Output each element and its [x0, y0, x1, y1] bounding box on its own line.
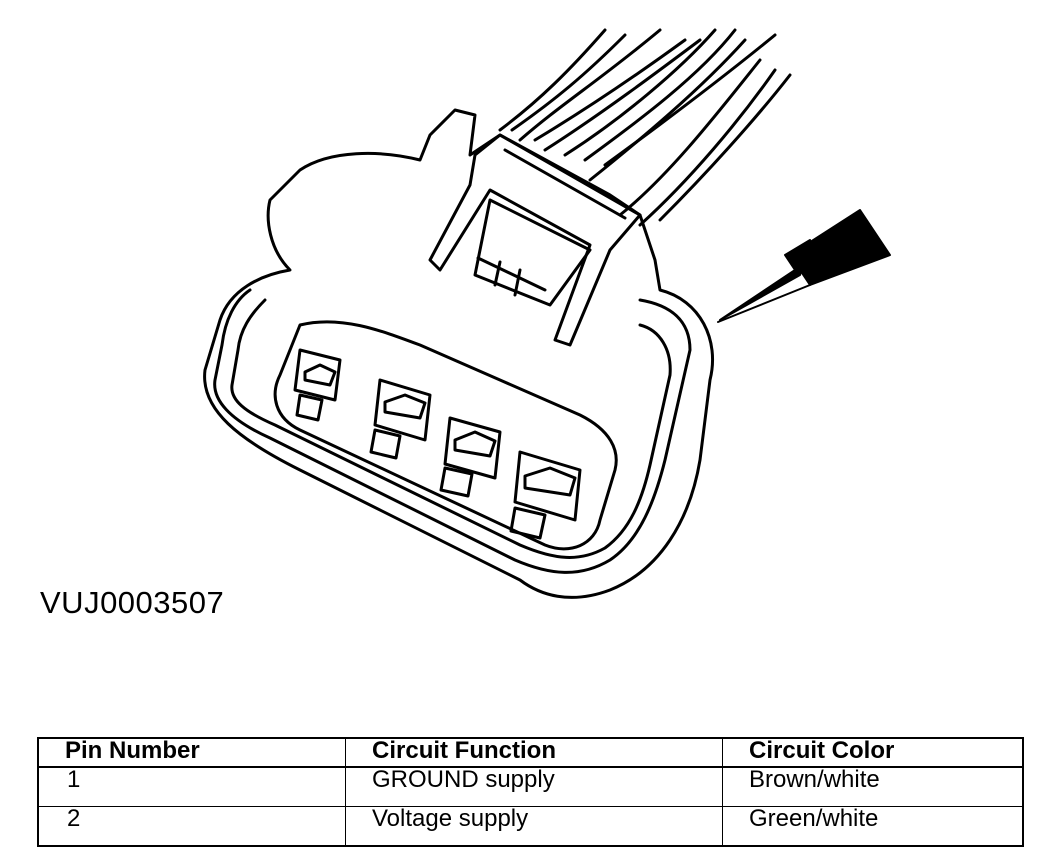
cavity-surround	[273, 320, 618, 551]
connector-housing	[203, 108, 715, 599]
circuit-function-cell: GROUND supply	[345, 766, 723, 807]
locking-tab	[428, 133, 642, 347]
pin-cavity-3	[439, 416, 502, 498]
table-header-row: Pin Number Circuit Function Circuit Colo…	[37, 737, 1024, 768]
pin-table: Pin Number Circuit Function Circuit Colo…	[37, 737, 1024, 847]
column-header-pin-number: Pin Number	[37, 737, 346, 768]
pin-number-cell: 1	[37, 766, 346, 807]
figure-code: VUJ0003507	[40, 585, 225, 620]
pin-cavity-4	[509, 450, 582, 540]
pin-cavity-2	[369, 378, 432, 460]
pin-cavity-1	[293, 348, 342, 422]
circuit-color-cell: Green/white	[722, 806, 1024, 847]
circuit-color-cell: Brown/white	[722, 766, 1024, 807]
wire-bundle	[498, 28, 792, 227]
column-header-circuit-function: Circuit Function	[345, 737, 723, 768]
pin-number-cell: 2	[37, 806, 346, 847]
circuit-function-cell: Voltage supply	[345, 806, 723, 847]
indicator-arrow	[717, 209, 891, 323]
connector-drawing	[203, 28, 891, 599]
column-header-circuit-color: Circuit Color	[722, 737, 1024, 768]
table-row: 2 Voltage supply Green/white	[37, 806, 1024, 847]
table-row: 1 GROUND supply Brown/white	[37, 766, 1024, 807]
